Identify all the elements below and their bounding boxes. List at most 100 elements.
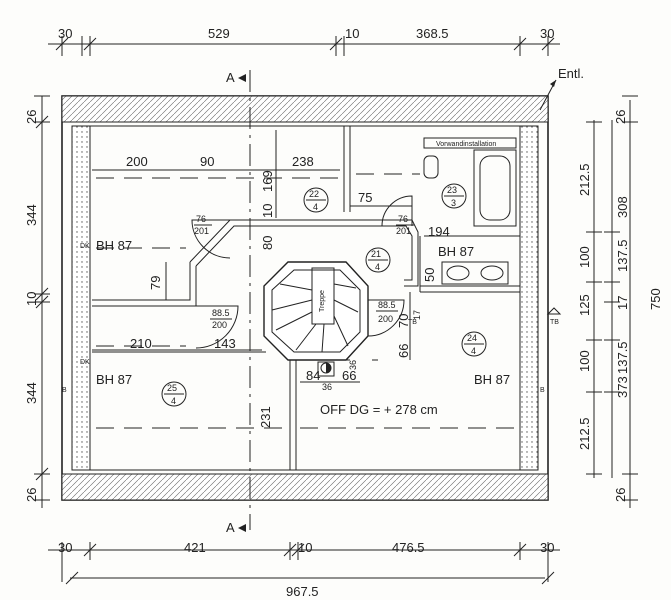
dim-143: 143 [214,336,236,351]
section-marker-top: A [226,70,235,85]
top-dim-10: 10 [345,26,359,41]
room-25-number: 25 [167,383,177,393]
dim-210: 210 [130,336,152,351]
door-b-swing [381,195,413,227]
bh-label-room25: BH 87 [96,372,132,387]
dim-84: 84 [306,368,320,383]
toilet [423,155,439,179]
room-21-number: 21 [371,249,381,259]
tb-label-outer: TB [550,319,559,326]
room-22-number: 22 [309,189,319,199]
dk-label-bottom: DK [80,359,90,366]
dim-238: 238 [292,154,314,169]
washbasin-double [441,261,509,285]
right-dim-212-5-top: 212.5 [577,163,592,196]
bathroom-fixtures: Vorwandinstallation [423,137,517,285]
top-dim-368-5: 368.5 [416,26,449,41]
dk-label-top: DK [80,243,90,250]
room-24: 24 4 [461,331,487,357]
interior-dimensions: 200 90 238 169 10 80 79 75 194 50 210 14… [92,130,450,428]
tb-label-inner: TB [408,319,417,326]
right-dimension-lines: 212.5 100 125 100 212.5 308 137.5 17 137… [577,95,663,508]
left-dim-10: 10 [24,292,39,306]
door-a-width: 76 [196,214,206,224]
right-dim-308: 308 [615,196,630,218]
stair-label: Treppe [319,290,326,312]
roof-lines [96,173,516,429]
top-dimension-line: 30 529 10 368.5 30 [48,26,560,56]
dim-200: 200 [126,154,148,169]
bh-label-room22: BH 87 [96,238,132,253]
interior-walls: Treppe [92,126,520,470]
dim-17-inner: 17 [412,310,422,320]
dim-50: 50 [422,268,437,282]
room-22: 22 4 [303,187,329,213]
dim-70: 70 [396,314,411,328]
entl-arrow: Entl. [539,66,584,111]
room-21: 21 4 [365,247,391,273]
bottom-dim-10: 10 [298,540,312,555]
dim-80: 80 [260,236,275,250]
shaft-label: Vorwandinstallation [436,141,496,148]
door-c-width: 88.5 [212,308,230,318]
left-dim-344-bottom: 344 [24,382,39,404]
door-d-width: 88.5 [378,300,396,310]
right-dim-100-bottom: 100 [577,350,592,372]
door-d-swing [367,299,405,337]
right-dim-137-5-bottom: 137.5 [615,341,630,374]
door-c-swing [195,305,239,349]
left-dim-344-top: 344 [24,204,39,226]
room-21-sub: 4 [375,262,380,272]
dim-90: 90 [200,154,214,169]
right-dim-212-5-bottom: 212.5 [577,417,592,450]
right-dim-750: 750 [648,288,663,310]
door-a-height: 201 [194,226,209,236]
dim-231: 231 [258,406,273,428]
dim-79: 79 [148,276,163,290]
dim-66: 66 [342,368,356,383]
left-dimension-line: 26 344 10 344 26 [24,95,50,508]
dim-169: 169 [260,170,275,192]
bh-label-room24: BH 87 [474,372,510,387]
side-marker-right: B [540,387,545,394]
bottom-dim-421: 421 [184,540,206,555]
room-23-sub: 3 [451,198,456,208]
room-22-sub: 4 [313,202,318,212]
door-c-height: 200 [212,320,227,330]
left-dim-26-top: 26 [24,110,39,124]
bottom-dim-476-5: 476.5 [392,540,425,555]
room-25-sub: 4 [171,396,176,406]
section-line-a: A A [226,70,251,535]
side-marker-left: B [62,387,67,394]
room-24-number: 24 [467,333,477,343]
floor-level-label: OFF DG = + 278 cm [320,402,438,417]
dim-194: 194 [428,224,450,239]
right-dim-137-5-top: 137.5 [615,239,630,272]
bathtub [473,149,517,227]
door-d-height: 200 [378,314,393,324]
room-25: 25 4 [161,381,187,407]
right-dim-125: 125 [577,294,592,316]
door-b-height: 201 [396,226,411,236]
bottom-dim-total: 967.5 [286,584,319,599]
right-dim-26-top: 26 [613,110,628,124]
top-dim-30-left: 30 [58,26,72,41]
bottom-dim-30-right: 30 [540,540,554,555]
door-labels: 76 201 76 201 88.5 200 88.5 200 [194,214,414,330]
top-dim-529: 529 [208,26,230,41]
room-24-sub: 4 [471,346,476,356]
outer-walls [61,95,549,501]
door-b-width: 76 [398,214,408,224]
doors [191,195,413,349]
dim-10-inner: 10 [260,204,275,218]
dim-36: 36 [322,382,332,392]
dim-36-vertical: 36 [348,360,358,370]
bottom-dim-30-left: 30 [58,540,72,555]
window-labels: BH 87 BH 87 BH 87 BH 87 DK DK TB TB B B [62,238,562,394]
entl-label: Entl. [558,66,584,81]
right-dim-373: 373 [615,376,630,398]
bottom-dimension-line: 30 421 10 476.5 30 967.5 [48,540,560,599]
dim-66b: 66 [396,344,411,358]
